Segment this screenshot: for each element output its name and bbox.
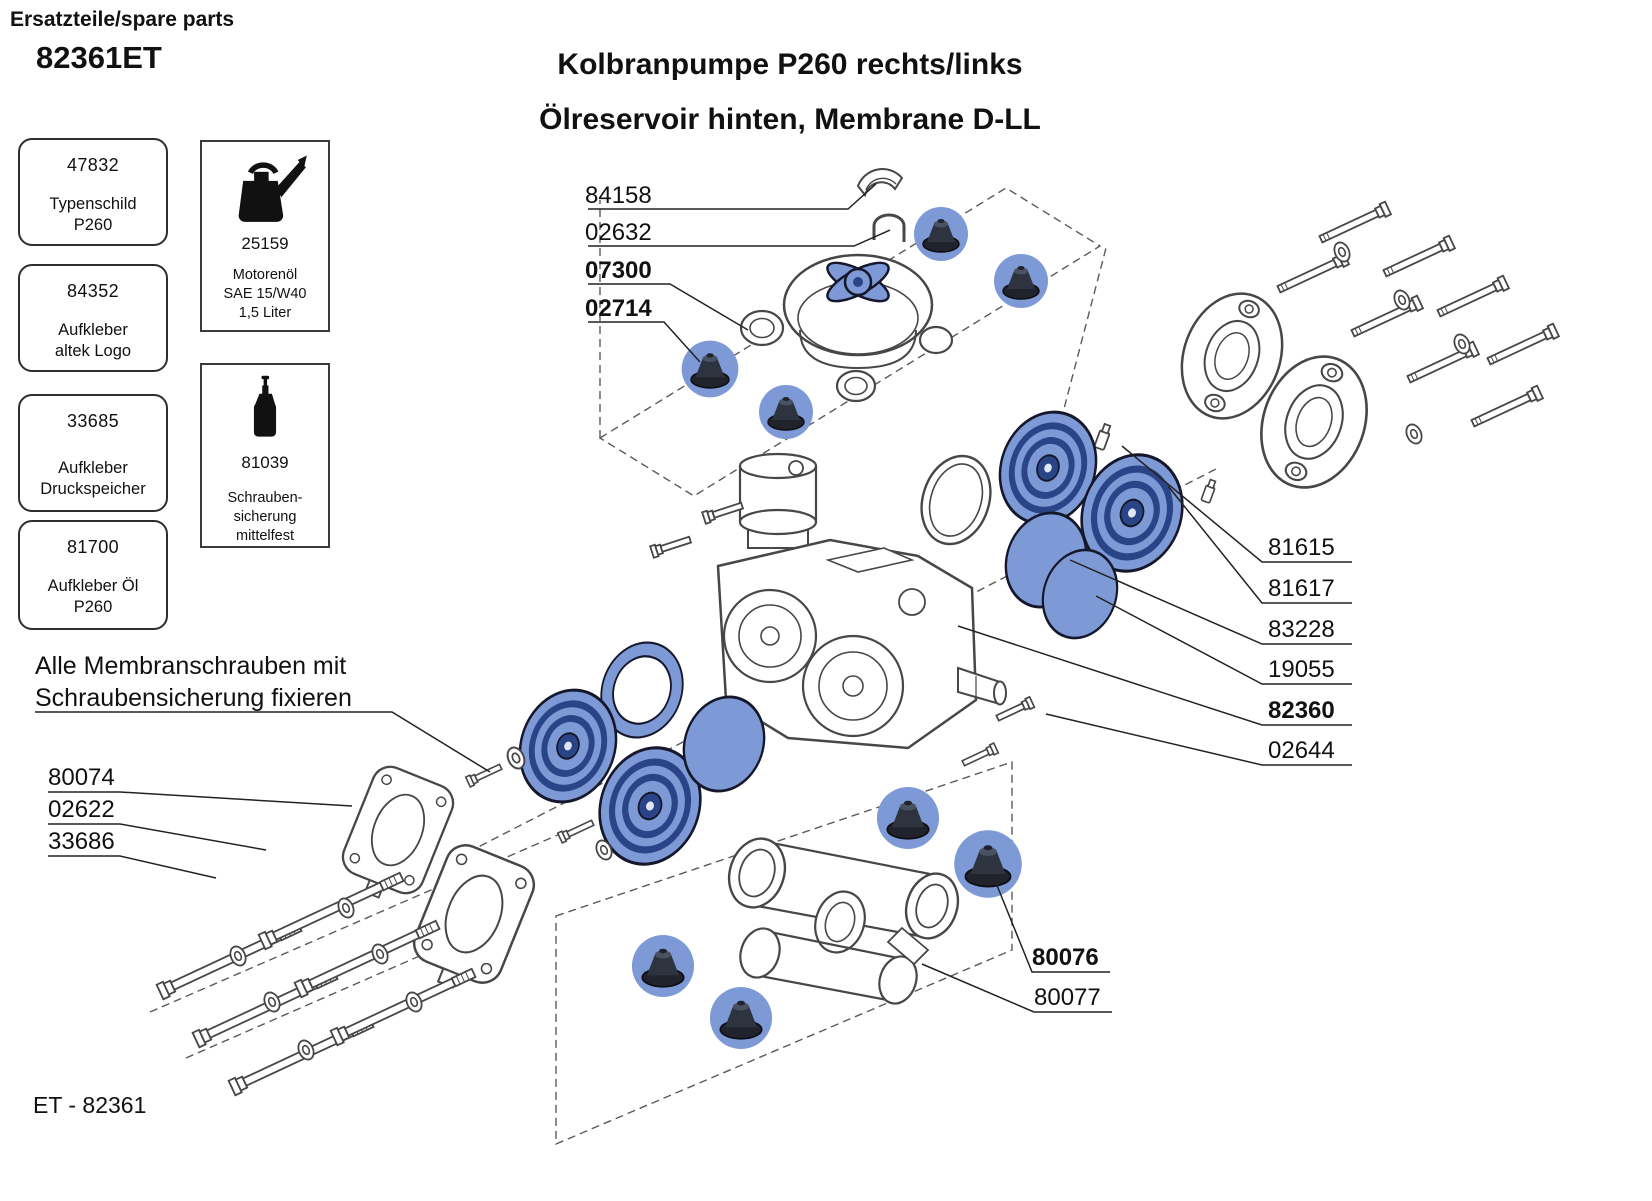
- callout-19055: 19055: [1268, 656, 1335, 683]
- diaphragm-seat: [801, 634, 905, 738]
- part-label: Aufkleber altek Logo: [20, 320, 166, 362]
- part-label-line2: Druckspeicher: [40, 480, 146, 498]
- assembly-note-line1: Alle Membranschrauben mit: [35, 652, 347, 680]
- bolt: [1317, 200, 1392, 247]
- assembly-note: Alle Membranschrauben mit Schraubensiche…: [35, 650, 352, 714]
- callout-80076: 80076: [1032, 944, 1099, 971]
- membrane-screw: [464, 761, 504, 788]
- part-label-line2: P260: [73, 598, 113, 616]
- part-label-line2: altek Logo: [54, 342, 132, 360]
- main-pump-body: [649, 452, 1036, 769]
- u-pipe: [872, 213, 906, 242]
- consumable-box-schraubensicherung: 81039 Schrauben- sicherung mittelfest: [200, 363, 330, 548]
- mounting-foot: [886, 926, 930, 966]
- callout-83228: 83228: [1268, 616, 1335, 643]
- valve-blue: [709, 986, 773, 1050]
- bolt: [1485, 322, 1560, 369]
- callout-07300: 07300: [585, 257, 652, 284]
- part-number: 25159: [241, 234, 289, 253]
- part-label: Schrauben- sicherung mittelfest: [228, 489, 303, 546]
- page-eyebrow: Ersatzteile/spare parts: [10, 8, 235, 31]
- bolt: [329, 964, 478, 1047]
- callout-80077: 80077: [1034, 984, 1101, 1011]
- suction-manifold: [631, 786, 1023, 1050]
- valve-blue: [913, 206, 969, 262]
- part-label-line2: sicherung: [233, 509, 297, 525]
- membranes-right: [920, 398, 1199, 650]
- hex-screw: [701, 499, 745, 525]
- valve-blue: [631, 934, 695, 998]
- bolt: [1469, 384, 1544, 431]
- oil-can-icon: [238, 155, 307, 222]
- hex-screw: [960, 742, 1000, 769]
- assembly-note-line2: Schraubensicherung fixieren: [35, 684, 352, 712]
- top-valve-assembly: [680, 168, 1049, 440]
- callout-02622: 02622: [48, 796, 115, 823]
- callout-02714: 02714: [585, 295, 652, 322]
- part-label-line1: Aufkleber: [58, 459, 128, 477]
- callout-02644: 02644: [1268, 737, 1335, 764]
- bolt: [1381, 234, 1456, 281]
- part-label-line2: SAE 15/W40: [223, 286, 307, 302]
- valve-blue: [953, 829, 1023, 899]
- clamp-bracket: [856, 168, 904, 198]
- sticker-box-oel: 81700 Aufkleber Öl P260: [18, 520, 168, 630]
- diagram-title-line2: Ölreservoir hinten, Membrane D-LL: [539, 103, 1041, 136]
- part-label-line1: Typenschild: [49, 195, 137, 213]
- diagram-title-line1: Kolbranpumpe P260 rechts/links: [557, 48, 1023, 81]
- sticker-box-typenschild: 47832 Typenschild P260: [18, 138, 168, 246]
- document-number: 82361ET: [36, 40, 162, 75]
- washer: [1402, 421, 1426, 447]
- callout-81615: 81615: [1268, 534, 1335, 561]
- valve-blue: [680, 339, 740, 399]
- sticker-box-altek-logo: 84352 Aufkleber altek Logo: [18, 264, 168, 372]
- hex-screw: [649, 533, 693, 559]
- sheet-number: ET - 82361: [33, 1092, 147, 1118]
- pump-covers-left: [331, 760, 542, 1003]
- valve-blue: [876, 786, 940, 850]
- glue-bottle-icon: [253, 375, 277, 437]
- oil-reservoir-cup: [738, 452, 818, 480]
- callout-leader-lines: [35, 183, 1352, 1013]
- part-label-line1: Aufkleber: [58, 321, 128, 339]
- part-label: Motorenöl SAE 15/W40 1,5 Liter: [223, 266, 306, 323]
- sticker-box-druckspeicher: 33685 Aufkleber Druckspeicher: [18, 394, 168, 512]
- consumable-box-motoroel: 25159 Motorenöl SAE 15/W40 1,5 Liter: [200, 140, 330, 332]
- part-number: 81700: [66, 537, 120, 557]
- part-label-line3: mittelfest: [235, 528, 294, 544]
- part-label-line1: Aufkleber Öl: [47, 577, 139, 595]
- part-label-line3: 1,5 Liter: [238, 305, 292, 321]
- callout-02632: 02632: [585, 219, 652, 246]
- diaphragm-seat: [722, 588, 818, 684]
- callout-82360: 82360: [1268, 697, 1335, 724]
- part-number: 47832: [66, 155, 120, 175]
- part-label-line2: P260: [73, 216, 113, 234]
- membrane-screw: [556, 817, 596, 844]
- part-number: 84352: [66, 281, 120, 301]
- valve-blue: [993, 253, 1049, 309]
- part-label-line1: Schrauben-: [227, 490, 303, 506]
- bolt: [257, 868, 406, 951]
- part-label: Aufkleber Öl P260: [20, 576, 166, 618]
- bolt: [1435, 274, 1510, 321]
- membrane-clamp-blue: [826, 261, 890, 303]
- part-label-line1: Motorenöl: [232, 267, 298, 283]
- part-label: Aufkleber Druckspeicher: [20, 458, 166, 500]
- valve-blue: [758, 384, 814, 440]
- callout-81617: 81617: [1268, 575, 1335, 602]
- grease-nipple: [1200, 478, 1218, 504]
- callout-84158: 84158: [585, 182, 652, 209]
- pump-head: [782, 253, 934, 357]
- callout-80074: 80074: [48, 764, 115, 791]
- bolt: [1349, 294, 1424, 341]
- part-label: Typenschild P260: [20, 194, 166, 236]
- part-number: 81039: [241, 453, 289, 472]
- grease-nipple: [1093, 422, 1114, 452]
- port: [918, 325, 954, 355]
- part-number: 33685: [66, 411, 120, 431]
- callout-33686: 33686: [48, 828, 115, 855]
